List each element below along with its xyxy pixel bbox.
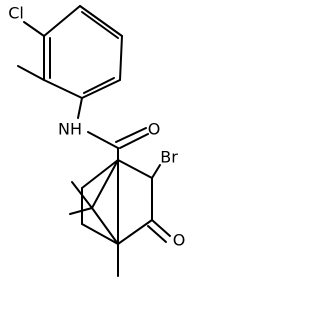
aryl-ring-bond-lower-left	[43, 79, 83, 99]
chemical-structure-diagram: Cl NH O Br O	[8, 3, 186, 277]
carbonyl-oxygen-double-bond-b	[115, 127, 147, 143]
aryl-nitrogen-bond	[77, 97, 83, 119]
aryl-ring-double-bond-right	[83, 77, 115, 94]
bond-layer	[17, 5, 171, 277]
lower-bridgehead-to-ketone-bond	[117, 219, 153, 245]
ketone-oxygen-label: O	[173, 231, 186, 250]
bridgehead-upper-right-bond	[117, 159, 153, 179]
amide-nh-label: NH	[58, 120, 82, 139]
carbonyl-oxygen-double-bond-a	[119, 133, 149, 149]
bridge-methyl-center-bond	[91, 159, 119, 209]
chlorine-label: Cl	[8, 4, 24, 23]
aryl-ring-bond-upper-left	[43, 5, 81, 37]
bromine-bond	[151, 164, 161, 179]
bromine-label: Br	[160, 148, 178, 167]
aryl-ring-double-bond-top	[81, 11, 119, 39]
ketone-carbon-double-bond-b	[147, 225, 167, 243]
aryl-ring-bond-lower-right	[81, 79, 121, 99]
amide-oxygen-label: O	[148, 120, 161, 139]
molecule-svg: Cl NH O Br O	[8, 4, 186, 277]
aryl-ring-bond-top	[79, 5, 123, 37]
nitrogen-carbonyl-bond	[87, 131, 119, 149]
chlorine-bond	[23, 21, 45, 37]
gem-methyl-lower-bond	[69, 207, 93, 215]
gem-methyl-upper-bond	[71, 181, 93, 209]
left-bridge-lower-bond	[81, 223, 119, 245]
bridge-methyl-to-lower-bridgehead-bond	[91, 207, 119, 245]
ketone-carbon-double-bond-a	[151, 219, 171, 237]
aryl-ring-bond-upper-right	[119, 35, 123, 81]
left-bridge-upper-bond	[81, 159, 119, 189]
aryl-methyl-bond	[17, 65, 45, 81]
